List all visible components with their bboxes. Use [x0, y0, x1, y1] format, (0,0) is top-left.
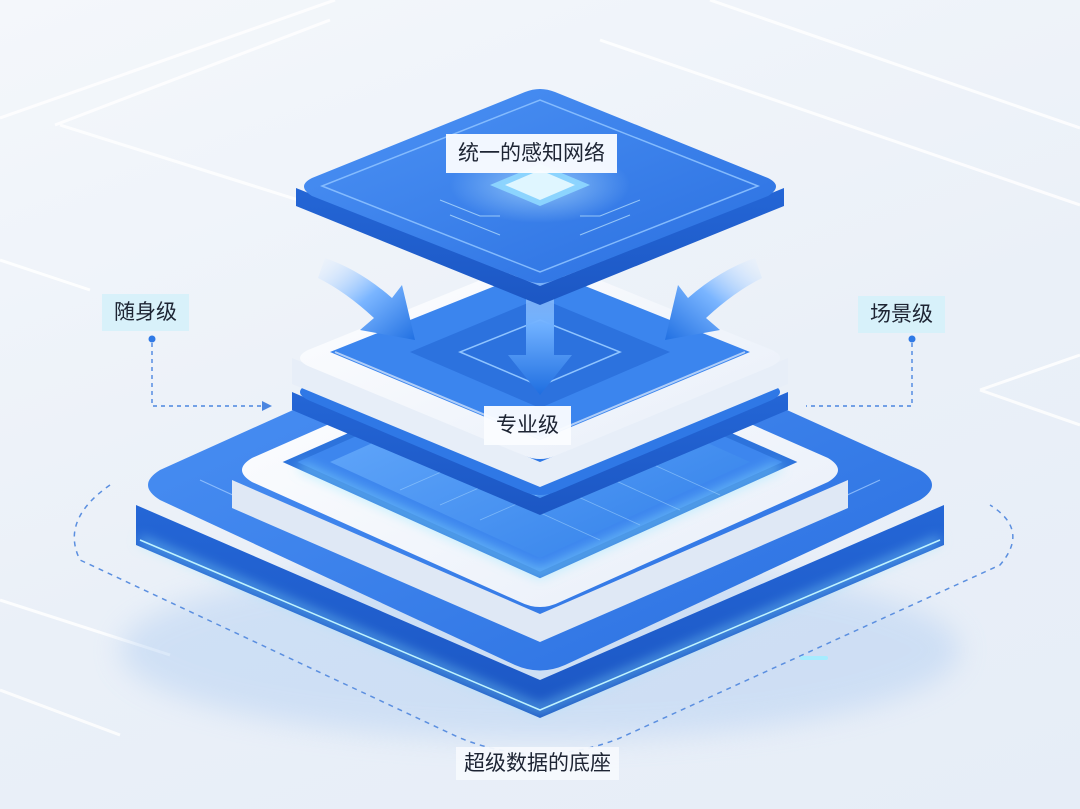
down-arrow-icon-right: [665, 258, 762, 340]
label-top-layer: 统一的感知网络: [446, 134, 617, 173]
label-left: 随身级: [102, 294, 189, 331]
floor-grid: [0, 0, 1080, 735]
label-middle-layer: 专业级: [484, 406, 571, 445]
top-layer: [296, 89, 784, 305]
down-arrow-icon-left: [318, 258, 415, 340]
down-arrow-icon-center: [508, 255, 572, 395]
bottom-tick: [800, 656, 828, 660]
label-base-layer: 超级数据的底座: [456, 747, 619, 780]
circuit-lines: [439, 199, 641, 236]
dashed-connector-icon-right: [806, 335, 916, 407]
label-right: 场景级: [858, 296, 945, 333]
dashed-connector-icon-left: [148, 335, 272, 411]
